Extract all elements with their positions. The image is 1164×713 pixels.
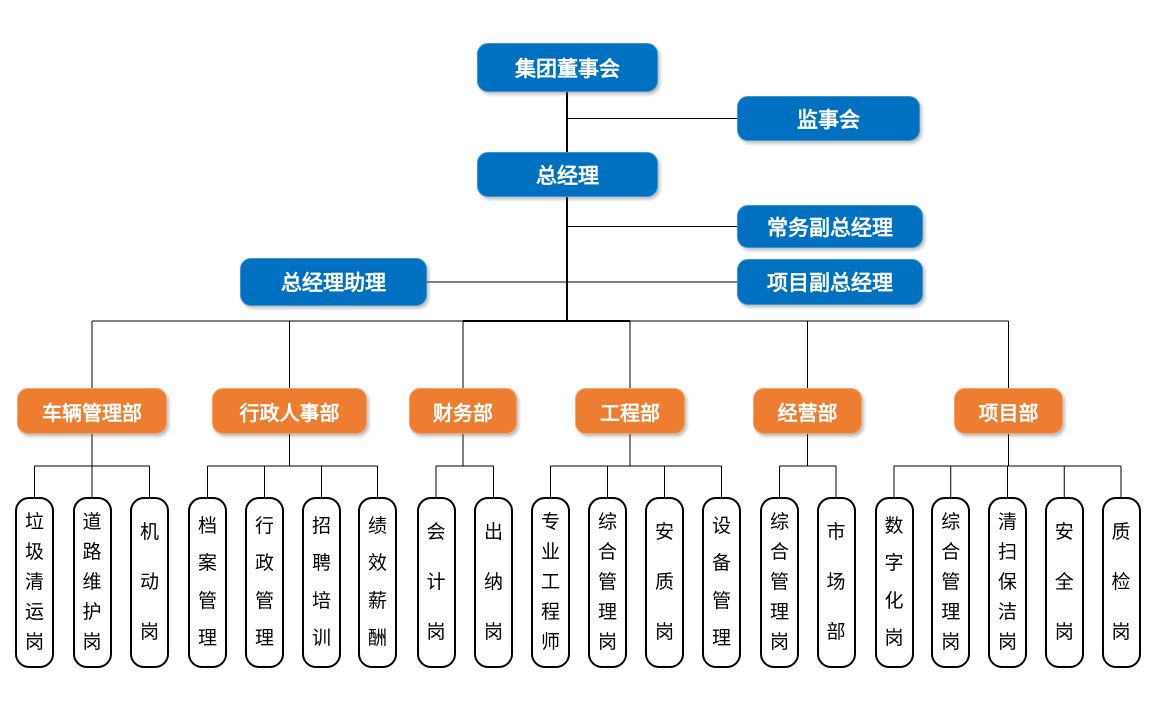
node-executive-deputy-gm: 常务副总经理 (737, 205, 923, 248)
post-sweeping-cleaning: 清扫保洁岗 (988, 497, 1027, 668)
dept-engineering: 工程部 (575, 388, 685, 434)
node-gm-assistant: 总经理助理 (240, 258, 427, 306)
post-cashier: 出纳岗 (474, 497, 513, 668)
post-equipment-management: 设备管理 (702, 497, 741, 668)
post-safety: 安全岗 (1044, 497, 1084, 668)
node-group-board: 集团董事会 (477, 43, 658, 92)
post-comprehensive-mgmt-project: 综合管理岗 (931, 497, 971, 668)
dept-vehicle-management: 车辆管理部 (17, 388, 167, 434)
post-recruitment-training: 招聘培训 (302, 497, 341, 668)
post-garbage-collection: 垃圾清运岗 (15, 497, 54, 668)
node-general-manager: 总经理 (477, 152, 658, 197)
post-mobile-duty: 机动岗 (130, 497, 169, 668)
node-project-deputy-gm: 项目副总经理 (737, 259, 923, 305)
dept-admin-hr: 行政人事部 (212, 388, 367, 434)
post-comprehensive-mgmt-operations: 综合管理岗 (760, 497, 799, 668)
dept-project: 项目部 (954, 388, 1063, 434)
post-professional-engineer: 专业工程师 (531, 497, 570, 668)
post-digitalization: 数字化岗 (874, 497, 914, 668)
post-comprehensive-mgmt-engineering: 综合管理岗 (588, 497, 627, 668)
post-safety-quality: 安质岗 (645, 497, 684, 668)
dept-finance: 财务部 (409, 388, 517, 434)
post-administrative-management: 行政管理 (245, 497, 284, 668)
post-accounting: 会计岗 (416, 497, 456, 668)
post-market: 市场部 (816, 497, 856, 668)
post-road-maintenance: 道路维护岗 (72, 497, 112, 668)
dept-operations: 经营部 (753, 388, 862, 434)
node-supervisory-board: 监事会 (737, 96, 920, 141)
post-archives-management: 档案管理 (188, 497, 227, 668)
post-quality-inspection: 质检岗 (1101, 497, 1141, 668)
post-performance-compensation: 绩效薪酬 (358, 497, 397, 668)
